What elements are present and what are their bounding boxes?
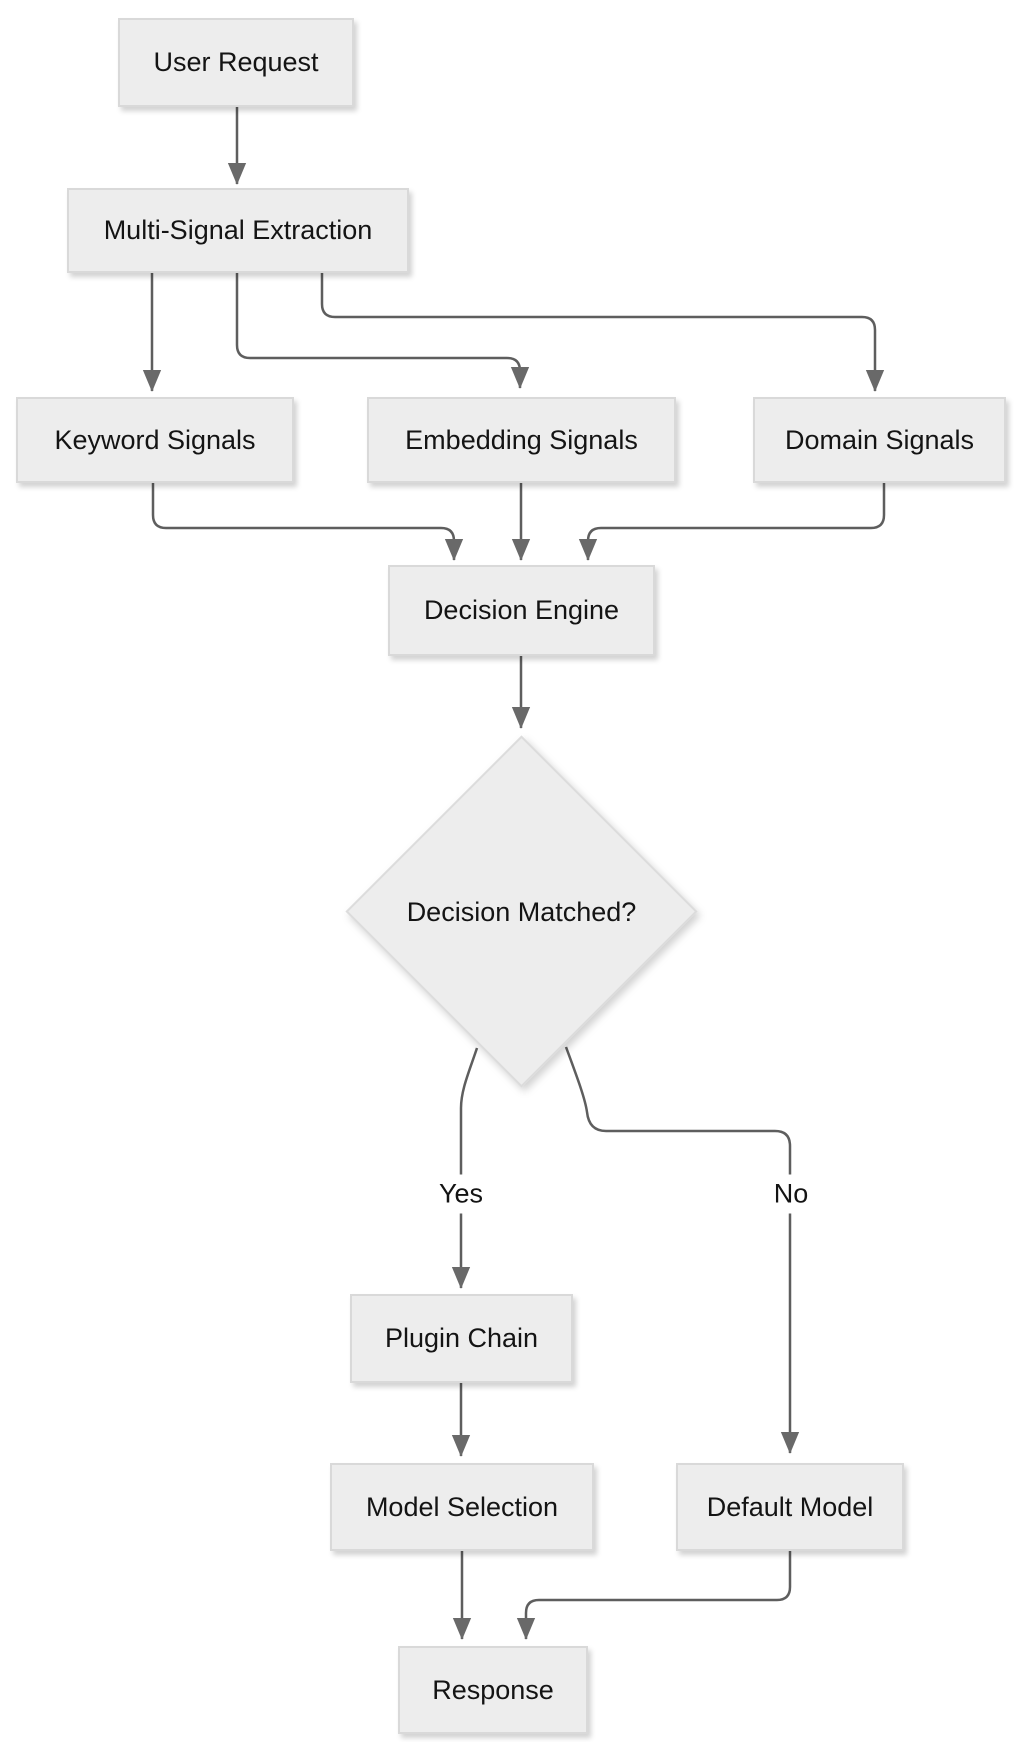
node-response: Response: [398, 1646, 588, 1734]
edge-decision-matched-yes-to-plugin-chain: [451, 1047, 479, 1289]
edge-default-model-to-response: [516, 1551, 792, 1640]
node-user-request: User Request: [118, 18, 354, 107]
node-keyword-signals: Keyword Signals: [16, 397, 294, 483]
node-default-model: Default Model: [676, 1463, 904, 1551]
node-decision-engine: Decision Engine: [388, 565, 655, 656]
edge-multi-signal-to-embedding: [235, 273, 530, 389]
node-embedding-signals: Embedding Signals: [367, 397, 676, 483]
node-decision-matched-label: Decision Matched?: [406, 896, 637, 927]
edge-multi-signal-to-domain: [320, 273, 885, 392]
edge-decision-matched-no-to-default-model: [564, 1046, 800, 1454]
edge-label-no: No: [765, 1174, 817, 1214]
node-multi-signal-extraction: Multi-Signal Extraction: [67, 188, 409, 273]
edge-label-yes: Yes: [430, 1174, 492, 1214]
edge-keyword-to-decision-engine: [151, 483, 464, 561]
edge-domain-to-decision-engine: [578, 483, 886, 561]
node-plugin-chain: Plugin Chain: [350, 1294, 573, 1383]
node-domain-signals: Domain Signals: [753, 397, 1006, 483]
node-model-selection: Model Selection: [330, 1463, 594, 1551]
